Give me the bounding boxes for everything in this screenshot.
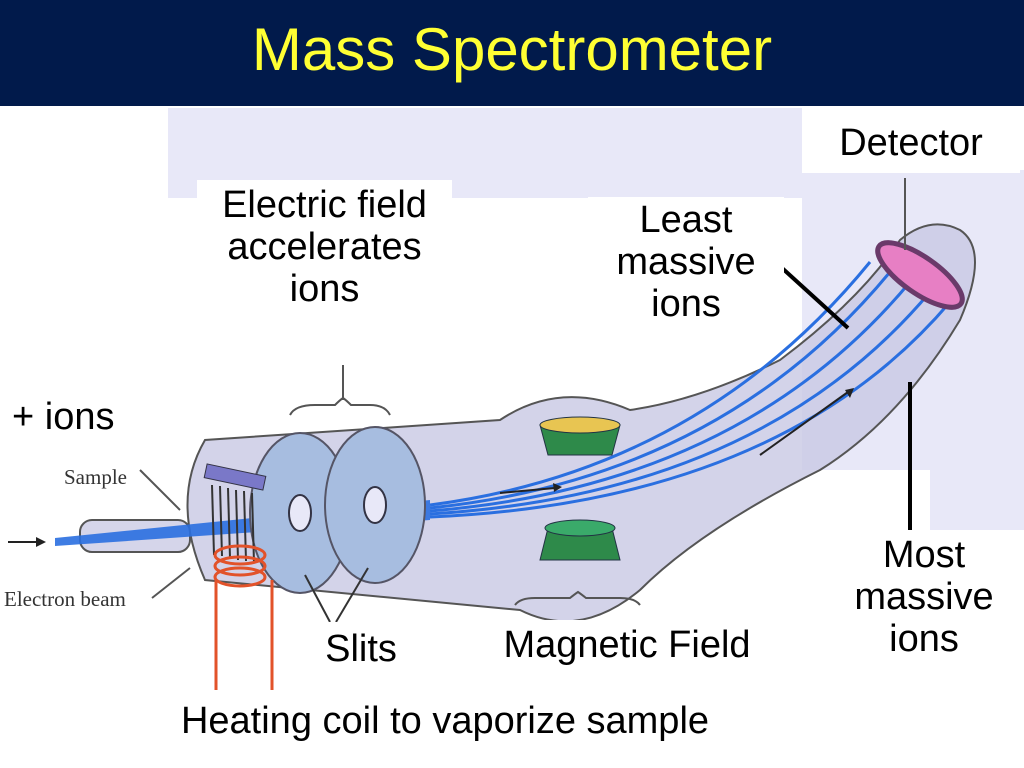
magnet-bottom (539, 519, 621, 561)
least-massive-pointer (780, 266, 850, 330)
electron-beam-label: Electron beam (4, 587, 126, 611)
ion-path-5 (429, 301, 952, 519)
detector-label: Detector (802, 118, 1020, 173)
electron-grid (203, 463, 267, 491)
electric-field-label: Electric field accelerates ions (197, 180, 452, 364)
ion-path-4 (429, 291, 932, 516)
flight-arrow-head (553, 483, 562, 492)
magnet-top (539, 416, 621, 456)
sample-label: Sample (64, 465, 127, 489)
slits-pointer-2 (335, 567, 369, 623)
curve-arrow-line (759, 391, 849, 456)
slits-label: Slits (288, 622, 434, 674)
curve-arrow-head (845, 388, 854, 398)
magnetic-field-label: Magnetic Field (462, 620, 792, 672)
page-title: Mass Spectrometer (251, 16, 773, 83)
ion-path-2 (429, 271, 892, 510)
electron-beam-pointer (151, 567, 191, 599)
slit-hole-1 (288, 494, 312, 532)
heating-coil-label: Heating coil to vaporize sample (88, 696, 802, 748)
ion-path-3 (429, 281, 912, 513)
slit-hole-2 (363, 486, 387, 524)
plus-ions-label: + ions (4, 394, 144, 444)
electric-field-brace (289, 396, 391, 416)
most-massive-label: Most massive ions (828, 530, 1020, 670)
title-bar (0, 0, 1024, 106)
flight-arrow-line (499, 487, 556, 494)
detector-plate (875, 240, 965, 310)
slits-pointer-1 (304, 574, 331, 623)
sample-arrow-head (36, 537, 46, 547)
magnetic-field-brace (514, 590, 641, 606)
sample-pointer (139, 469, 181, 511)
heating-coil (213, 544, 274, 690)
backdrop-panel-lower-right (930, 470, 1024, 530)
least-massive-label: Least massive ions (588, 197, 784, 332)
